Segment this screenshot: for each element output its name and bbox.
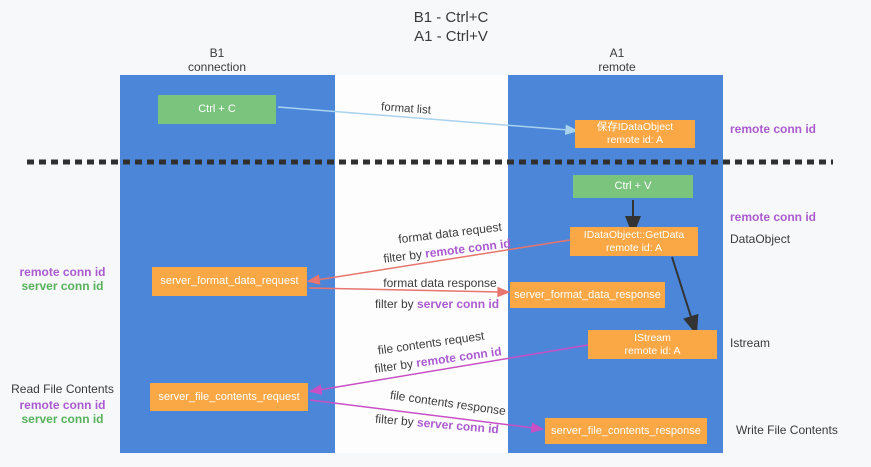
server-file-contents-response-label: server_file_contents_response [551, 424, 701, 437]
read-file-contents-label: Read File Contents [11, 382, 114, 396]
server-format-data-request-box: server_format_data_request [152, 267, 307, 296]
istream-line2: remote id: A [624, 344, 681, 357]
remote-conn-id-label-left-2: remote conn id [19, 398, 106, 412]
server-format-data-response-box: server_format_data_response [510, 282, 665, 308]
save-idataobject-box: 保存IDataObject remote id: A [575, 120, 695, 148]
column-header-a1: A1 remote [598, 46, 635, 74]
column-header-b1: B1 connection [188, 46, 246, 74]
filter-by-server-conn-id-label-1: filter by server conn id [375, 297, 499, 311]
left-conn-id-group-2: remote conn id server conn id [5, 398, 120, 426]
filter-by-text: filter by [374, 297, 414, 311]
remote-conn-id-label-left-1: remote conn id [19, 265, 106, 279]
ctrl-v-box: Ctrl + V [573, 175, 693, 198]
column-a1-role: remote [598, 60, 636, 74]
server-conn-id-label-left-1: server conn id [21, 279, 104, 293]
format-data-response-label: format data response [383, 276, 497, 290]
column-a1-name: A1 [609, 46, 625, 60]
istream-box: IStream remote id: A [588, 330, 717, 359]
server-file-contents-request-label: server_file_contents_request [158, 390, 300, 403]
server-file-contents-response-box: server_file_contents_response [545, 418, 707, 444]
server-conn-id-label-left-2: server conn id [21, 412, 104, 426]
left-conn-id-group-1: remote conn id server conn id [5, 265, 120, 293]
title-line-1: B1 - Ctrl+C [413, 9, 489, 26]
page-title: B1 - Ctrl+C A1 - Ctrl+V [414, 8, 489, 46]
getdata-line2: remote id: A [605, 241, 663, 254]
istream-line1: IStream [634, 331, 671, 344]
server-format-data-response-label: server_format_data_response [514, 288, 661, 301]
ctrl-c-box: Ctrl + C [158, 95, 276, 124]
istream-side-label: Istream [730, 336, 771, 350]
dataobject-label: DataObject [730, 232, 791, 246]
server-conn-id-text: server conn id [417, 297, 500, 311]
remote-conn-id-label-mid: remote conn id [730, 210, 817, 224]
title-line-2: A1 - Ctrl+V [414, 28, 488, 45]
column-b1-role: connection [187, 60, 247, 74]
column-b1-name: B1 [209, 46, 225, 60]
ctrl-c-label: Ctrl + C [198, 103, 236, 115]
write-file-contents-label: Write File Contents [736, 423, 838, 437]
ctrl-v-label: Ctrl + V [614, 180, 652, 192]
idataobject-getdata-box: IDataObject::GetData remote id: A [570, 227, 698, 256]
save-idataobject-line2: remote id: A [606, 134, 664, 146]
getdata-line1: IDataObject::GetData [583, 228, 685, 241]
server-format-data-request-label: server_format_data_request [160, 275, 299, 287]
save-idataobject-line1: 保存IDataObject [596, 121, 674, 133]
remote-conn-id-label-top: remote conn id [730, 122, 817, 136]
server-file-contents-request-box: server_file_contents_request [150, 383, 308, 411]
